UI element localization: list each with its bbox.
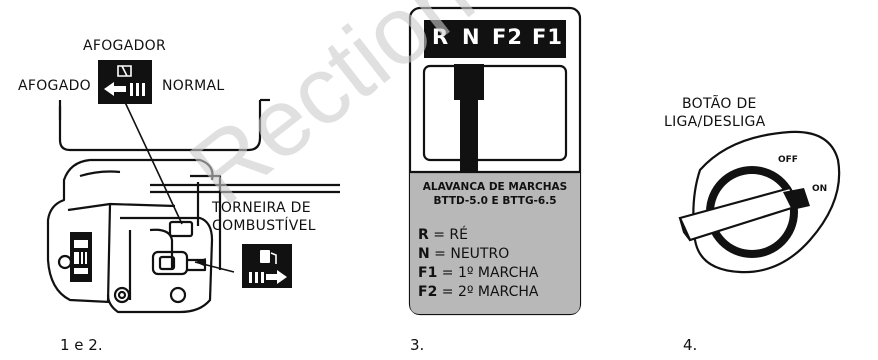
legend-value: = RÉ — [433, 227, 468, 243]
gear-legend: R = RÉ N = NEUTRO F1 = 1º MARCHA F2 = 2º… — [418, 226, 538, 302]
legend-value: = NEUTRO — [434, 246, 510, 262]
switch-on-label: ON — [812, 184, 828, 194]
legend-value: = 1º MARCHA — [441, 265, 539, 281]
caption-4: 4. — [683, 336, 698, 354]
gear-label-f2: F2 — [492, 25, 523, 49]
switch-label-line2: LIGA/DESLIGA — [664, 114, 766, 130]
legend-value: = 2º MARCHA — [441, 284, 539, 300]
legend-key: F1 — [418, 265, 438, 281]
gear-legend-item: F1 = 1º MARCHA — [418, 264, 538, 283]
gear-label-n: N — [462, 25, 481, 49]
gear-plate-title-line1: ALAVANCA DE MARCHAS — [422, 181, 568, 193]
gear-legend-item: R = RÉ — [418, 226, 538, 245]
gear-label-f1: F1 — [532, 25, 563, 49]
gear-label-r: R — [432, 25, 450, 49]
torneira-label-line2: COMBUSTÍVEL — [212, 218, 316, 234]
caption-1-2: 1 e 2. — [60, 336, 103, 354]
legend-key: N — [418, 246, 430, 262]
gear-plate-title: ALAVANCA DE MARCHAS BTTD-5.0 E BTTG-6.5 — [414, 180, 576, 208]
gear-legend-item: N = NEUTRO — [418, 245, 538, 264]
gear-plate-title-line2: BTTD-5.0 E BTTG-6.5 — [433, 195, 557, 207]
switch-off-label: OFF — [778, 155, 798, 165]
legend-key: F2 — [418, 284, 438, 300]
legend-key: R — [418, 227, 429, 243]
caption-3: 3. — [410, 336, 425, 354]
switch-label-line1: BOTÃO DE — [682, 96, 757, 112]
torneira-label-line1: TORNEIRA DE — [212, 200, 311, 216]
afogado-label: AFOGADO — [18, 78, 91, 94]
normal-label: NORMAL — [162, 78, 225, 94]
gear-legend-item: F2 = 2º MARCHA — [418, 283, 538, 302]
afogador-label: AFOGADOR — [83, 38, 167, 54]
